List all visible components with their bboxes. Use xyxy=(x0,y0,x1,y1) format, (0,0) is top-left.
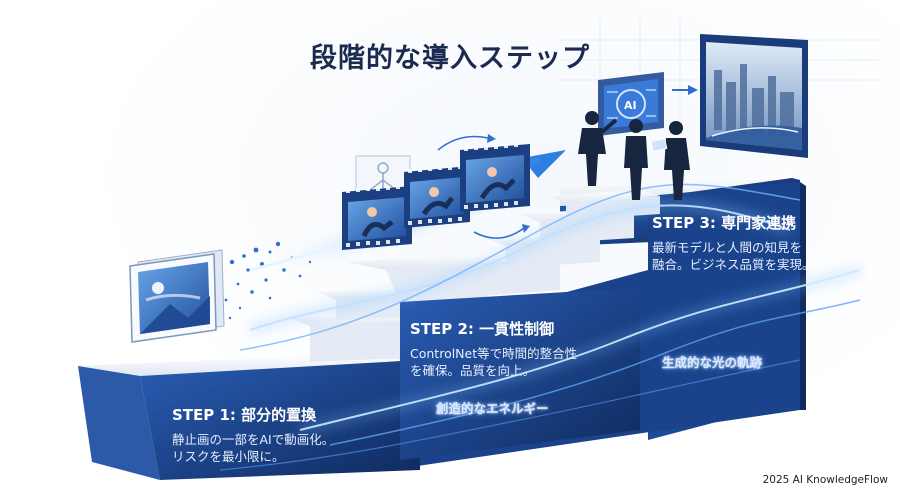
arrow-icon xyxy=(672,85,698,95)
step-3-label: STEP 3: 専門家連携 最新モデルと人間の知見を 融合。ビジネス品質を実現。 xyxy=(652,212,815,273)
step-3-heading: STEP 3: 専門家連携 xyxy=(652,214,797,232)
step-3-line-2: 融合。ビジネス品質を実現。 xyxy=(652,257,815,272)
film-frame-icon-1 xyxy=(342,185,412,250)
svg-text:AI: AI xyxy=(624,99,637,112)
curved-arrow-icons xyxy=(437,134,530,239)
step-2-label: STEP 2: 一貫性制御 ControlNet等で時間的整合性 を確保。品質を… xyxy=(410,318,577,379)
stairs xyxy=(78,190,660,480)
step-1-line-2: リスクを最小限に。 xyxy=(172,449,285,464)
step-2-line-2: を確保。品質を向上。 xyxy=(410,363,536,378)
step-1-line-1: 静止画の一部をAIで動画化。 xyxy=(172,432,335,447)
step-1-label: STEP 1: 部分的置換 静止画の一部をAIで動画化。 リスクを最小限に。 xyxy=(172,404,334,465)
step-1-heading: STEP 1: 部分的置換 xyxy=(172,406,317,424)
person-icon-1 xyxy=(578,111,618,186)
footer-credit: 2025 AI KnowledgeFlow xyxy=(762,474,888,486)
person-icon-3 xyxy=(664,121,690,200)
tablet-icon xyxy=(650,138,668,152)
person-icon-2 xyxy=(624,119,648,200)
page-title: 段階的な導入ステップ xyxy=(310,43,590,74)
energy-annotation: 創造的なエネルギー xyxy=(436,401,549,416)
light-wave-trails xyxy=(219,183,862,471)
beam-arrow-icon xyxy=(522,150,566,178)
city-monitor-icon xyxy=(700,34,808,158)
step-2-heading: STEP 2: 一貫性制御 xyxy=(410,320,555,338)
photo-frame-icon xyxy=(129,249,225,343)
light-trail-annotation: 生成的な光の軌跡 xyxy=(662,355,763,370)
step-3-line-1: 最新モデルと人間の知見を xyxy=(652,240,803,255)
film-frame-icon-2 xyxy=(404,165,470,228)
film-frame-icon-3 xyxy=(460,143,530,212)
step-2-line-1: ControlNet等で時間的整合性 xyxy=(410,346,578,361)
